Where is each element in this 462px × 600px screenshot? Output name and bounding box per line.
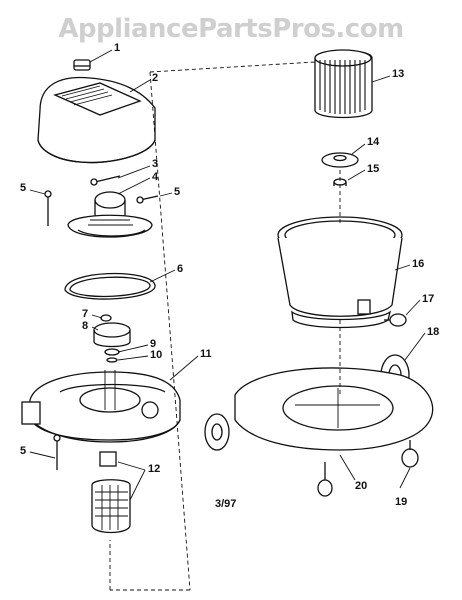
callout-12: 12 [148,463,161,475]
callout-5-lower: 5 [20,445,27,457]
part-motor-assembly [67,191,153,238]
part-float-cage [91,451,131,534]
part-cartridge-filter [314,49,373,119]
part-filter-retainer [321,152,359,168]
callout-13: 13 [392,68,405,80]
callout-14: 14 [367,136,380,148]
callout-6: 6 [177,263,184,275]
part-drain-cap [384,313,407,327]
part-caster-19 [401,440,419,468]
callout-8: 8 [82,320,89,332]
callout-19: 19 [395,496,408,508]
callout-18: 18 [427,326,440,338]
part-tank [277,216,403,329]
part-switch [73,59,91,71]
callout-3: 3 [152,158,159,170]
part-motor-cover [37,76,156,164]
callout-9: 9 [150,338,157,350]
callout-11: 11 [200,348,212,360]
callout-15: 15 [367,163,380,175]
part-dolly [204,367,434,497]
leader-lines [29,49,426,501]
part-nut [333,178,347,186]
callout-2: 2 [152,72,159,84]
callout-5-upper-left: 5 [20,182,27,194]
callout-17: 17 [422,293,435,305]
callout-20: 20 [355,480,368,492]
callout-16: 16 [412,258,425,270]
callout-10: 10 [150,349,163,361]
callout-7: 7 [82,308,89,320]
assembly-dashed-lines [109,61,341,591]
callout-4: 4 [152,171,159,183]
callout-5-upper-right: 5 [174,186,181,198]
date-code: 3/97 [215,498,237,510]
part-screw-3 [90,175,121,186]
watermark: AppliancePartsPros.com [58,14,404,44]
part-impeller [93,314,131,363]
part-motor-housing [21,370,181,443]
callout-1: 1 [114,42,121,54]
part-gasket [64,272,156,300]
